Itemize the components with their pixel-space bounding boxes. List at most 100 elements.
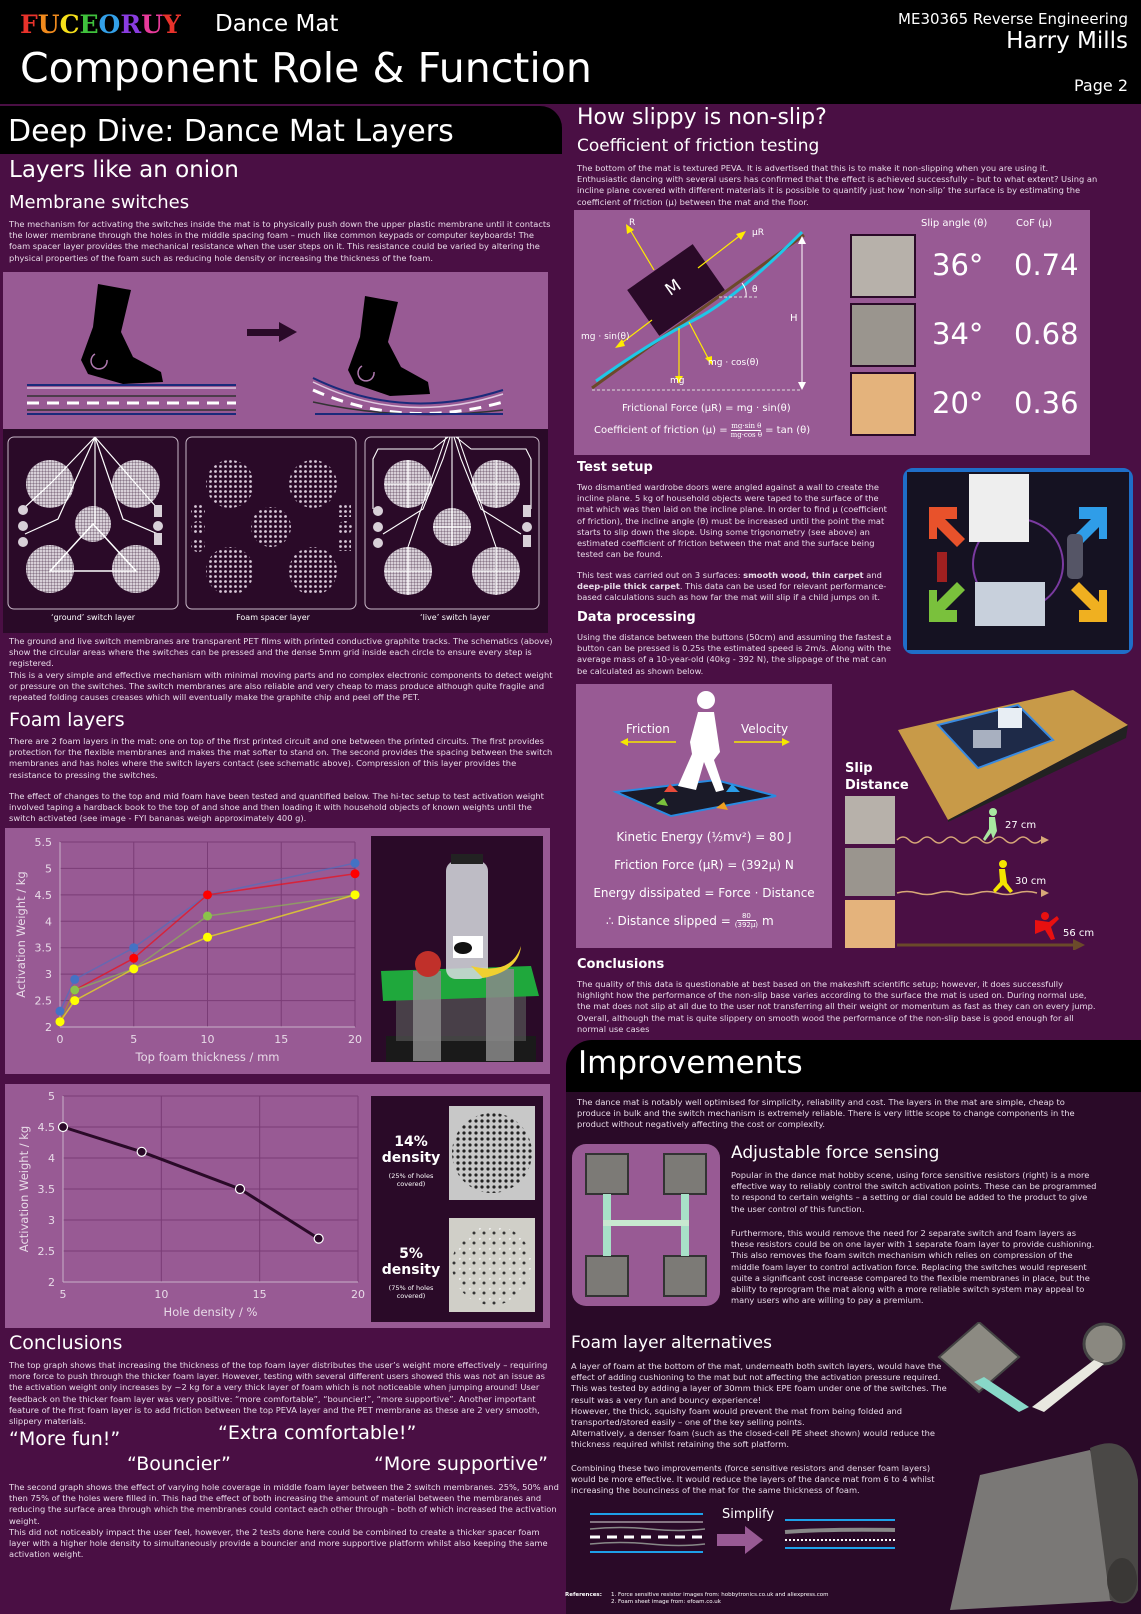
cof-smooth-wood: 0.36 xyxy=(1014,386,1079,420)
foot-icon-after xyxy=(348,296,430,396)
paragraph-test-setup: Two dismantled wardrobe doors were angle… xyxy=(577,482,887,560)
cof-deep-carpet: 0.74 xyxy=(1014,248,1079,282)
references-list: 1. Force sensitive resistor images from:… xyxy=(611,1592,828,1606)
simplify-label: Simplify xyxy=(722,1507,775,1522)
label-friction: Friction xyxy=(626,722,670,736)
svg-text:5: 5 xyxy=(48,1090,55,1103)
paragraph-foam-2: The effect of changes to the top and mid… xyxy=(9,791,544,824)
brand-logo: FUCEORUY xyxy=(20,10,181,39)
slip-swatch-deep-carpet xyxy=(845,796,895,844)
svg-text:15: 15 xyxy=(253,1288,267,1301)
author-name: Harry Mills xyxy=(1006,28,1128,54)
label-muR: μR xyxy=(752,228,764,238)
svg-text:4: 4 xyxy=(45,915,52,928)
angle-deep-carpet: 36° xyxy=(932,248,984,282)
svg-text:Activation Weight / kg: Activation Weight / kg xyxy=(14,871,28,997)
paragraph-conclusions-2b: This did not noticeably impact the user … xyxy=(9,1526,548,1560)
svg-text:10: 10 xyxy=(201,1033,215,1046)
label-mg: mg xyxy=(670,376,685,386)
brand-letter: U xyxy=(37,10,60,39)
brand-letter: Y xyxy=(162,10,181,39)
quote-more-fun: “More fun!” xyxy=(9,1428,121,1450)
arrow-right-icon xyxy=(247,322,297,342)
reference-1: 1. Force sensitive resistor images from:… xyxy=(611,1592,829,1598)
heading-layers: Layers like an onion xyxy=(9,157,239,183)
heading-data-processing: Data processing xyxy=(577,610,696,625)
heading-foam-alternatives: Foam layer alternatives xyxy=(571,1333,772,1353)
label-mg-sin: mg · sin(θ) xyxy=(581,332,630,342)
section-banner-improvements: Improvements xyxy=(566,1040,1141,1092)
paragraph-combine: Combining these two improvements (force … xyxy=(571,1463,935,1496)
schematic-label-foam: Foam spacer layer xyxy=(236,613,310,622)
slip-distance-56: 56 cm xyxy=(1063,928,1095,939)
svg-text:5.5: 5.5 xyxy=(35,836,53,849)
svg-text:2: 2 xyxy=(45,1021,52,1034)
table-header-cof: CoF (μ) xyxy=(1016,218,1053,229)
paragraph-foam-alternatives: A layer of foam at the bottom of the mat… xyxy=(571,1361,947,1450)
paragraph-test-setup-2: This test was carried out on 3 surfaces:… xyxy=(577,570,887,603)
paragraph-force-2: Furthermore, this would remove the need … xyxy=(731,1228,1095,1306)
brand-letter: R xyxy=(120,10,142,39)
swatch-deep-carpet xyxy=(850,234,916,298)
equation-friction-force: Friction Force (μR) = (392μ) N xyxy=(614,858,794,872)
incline-mat-photo xyxy=(898,690,1128,825)
paragraph-membranes-desc: The ground and live switch membranes are… xyxy=(9,636,557,703)
foam-spacer-schematic xyxy=(185,436,357,610)
foam-sample-5-photo xyxy=(449,1218,535,1312)
label-R: R xyxy=(629,218,636,228)
heading-foam-layers: Foam layers xyxy=(9,709,125,731)
foot-press-diagram xyxy=(3,272,548,429)
label-theta: θ xyxy=(752,285,758,295)
svg-text:10: 10 xyxy=(154,1288,168,1301)
paragraph-membrane: The mechanism for activating the switche… xyxy=(9,219,551,263)
svg-text:2.5: 2.5 xyxy=(35,995,53,1008)
quote-bouncier: “Bouncier” xyxy=(127,1453,231,1475)
page-number: Page 2 xyxy=(1074,76,1128,95)
label-mg-cos: mg · cos(θ) xyxy=(708,358,759,368)
slip-swatch-smooth-wood xyxy=(845,900,895,948)
falling-person-icon-red xyxy=(1035,912,1059,940)
equation-energy-dissipated: Energy dissipated = Force · Distance xyxy=(593,886,815,900)
equation-kinetic-energy: Kinetic Energy (½mv²) = 80 J xyxy=(616,830,792,844)
live-switch-schematic xyxy=(364,436,540,610)
brand-letter: E xyxy=(79,10,99,39)
mat-test-photo xyxy=(903,468,1133,654)
paragraph-conclusions-2: The second graph shows the effect of var… xyxy=(9,1482,559,1560)
simplify-layers-diagram xyxy=(589,1513,896,1554)
paragraph-membranes-desc-2: This is a very simple and effective mech… xyxy=(9,669,553,703)
label-velocity: Velocity xyxy=(741,722,789,736)
svg-text:15: 15 xyxy=(274,1033,288,1046)
svg-text:20: 20 xyxy=(351,1288,365,1301)
quote-extra-comfortable: “Extra comfortable!” xyxy=(218,1422,417,1444)
svg-text:Top foam thickness / mm: Top foam thickness / mm xyxy=(135,1050,280,1064)
ground-switch-schematic xyxy=(7,436,179,610)
heading-slip-distance: Slip Distance xyxy=(845,761,909,793)
svg-text:3.5: 3.5 xyxy=(38,1183,56,1196)
label-H: H xyxy=(790,313,798,324)
svg-text:4.5: 4.5 xyxy=(38,1121,56,1134)
quote-more-supportive: “More supportive” xyxy=(374,1453,548,1475)
density-label-14: 14% density (25% of holes covered) xyxy=(381,1134,441,1188)
table-header-slip-angle: Slip angle (θ) xyxy=(921,218,988,229)
walking-person-icon-green xyxy=(983,808,997,841)
schematics-panel: ‘ground’ switch layer Foam spacer layer … xyxy=(3,429,548,633)
slip-distance-27: 27 cm xyxy=(1005,820,1037,831)
foam-roll-photo xyxy=(940,1420,1140,1610)
paragraph-conclusions-1: The top graph shows that increasing the … xyxy=(9,1360,548,1427)
heading-adjustable-force: Adjustable force sensing xyxy=(731,1143,940,1163)
foam-sample-14-photo xyxy=(449,1106,535,1200)
swatch-smooth-wood xyxy=(850,372,916,436)
paragraph-data-processing: Using the distance between the buttons (… xyxy=(577,632,892,676)
brand-letter: F xyxy=(20,10,38,39)
section-banner-deep-dive: Deep Dive: Dance Mat Layers xyxy=(0,106,562,154)
svg-text:3.5: 3.5 xyxy=(35,942,53,955)
schematic-label-live: ‘live’ switch layer xyxy=(420,613,490,622)
svg-text:Activation Weight / kg: Activation Weight / kg xyxy=(17,1126,31,1252)
angle-smooth-wood: 20° xyxy=(932,386,984,420)
brand-letter: U xyxy=(141,10,163,39)
svg-text:5: 5 xyxy=(60,1288,67,1301)
page-title: Component Role & Function xyxy=(20,44,592,92)
heading-cof-testing: Coefficient of friction testing xyxy=(577,136,820,156)
